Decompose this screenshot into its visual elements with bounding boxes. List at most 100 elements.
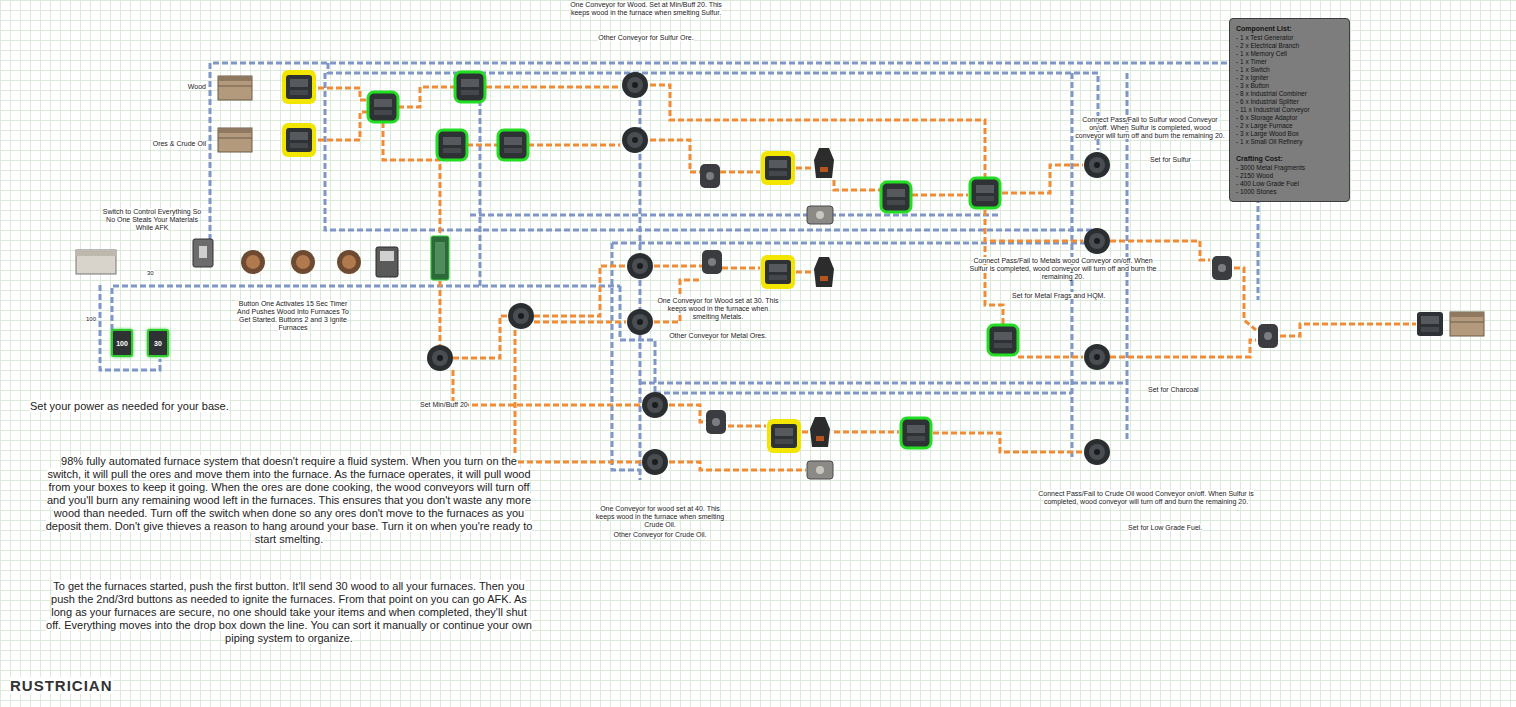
igniter-icon <box>807 206 833 224</box>
memory-body <box>431 236 449 280</box>
conveyor-icon <box>767 419 801 453</box>
pipe <box>1018 356 1083 359</box>
panel-heading: Component List: <box>1236 24 1343 34</box>
counter-box: 30 <box>147 329 169 357</box>
panel-item: - 2 x Electrical Branch <box>1236 42 1343 50</box>
panel-item: - 2 x Igniter <box>1236 74 1343 82</box>
pipe <box>669 462 806 470</box>
note-text: Other Conveyor for Sulfur Ore. <box>598 34 693 41</box>
combiner-icon <box>427 345 453 371</box>
splitter-icon <box>1084 439 1110 465</box>
generator-top <box>76 250 116 256</box>
note-text: Other Conveyor for Metal Ores. <box>669 332 767 339</box>
wood-box-icon <box>218 76 252 100</box>
combiner-icon <box>627 309 653 335</box>
pipe <box>650 85 985 178</box>
counter-value: 100 <box>116 340 128 347</box>
combiner-icon <box>508 303 534 329</box>
panel-item: - 8 x Industrial Combiner <box>1236 90 1343 98</box>
note-text: 98% fully automated furnace system that … <box>46 455 533 545</box>
note-text: Set your power as needed for your base. <box>30 400 229 412</box>
pipe <box>1234 268 1256 330</box>
label-holder: Connect Pass/Fail to Metals wood Conveyo… <box>968 257 1158 281</box>
wood-box-icon <box>218 128 252 152</box>
button-icon <box>241 250 265 274</box>
power-wire <box>100 285 160 370</box>
splitter-icon <box>1084 152 1110 178</box>
conveyor-icon <box>282 70 316 104</box>
combiner-icon <box>642 449 668 475</box>
pipe <box>990 240 1083 243</box>
combiner-icon <box>622 72 648 98</box>
conveyor-icon <box>1417 312 1443 336</box>
panel-item: - 2150 Wood <box>1236 172 1343 180</box>
conveyor-icon <box>282 123 316 157</box>
furnace-icon <box>814 257 834 287</box>
test-generator-icon <box>76 250 116 274</box>
wood-box-icon <box>1450 312 1484 336</box>
combiner-icon <box>642 392 668 418</box>
panel-item: - 1 x Small Oil Refinery <box>1236 138 1343 146</box>
adaptor-icon <box>1212 256 1232 280</box>
pipe <box>796 167 814 170</box>
label-holder: 98% fully automated furnace system that … <box>45 455 533 546</box>
panel-heading: Crafting Cost: <box>1236 154 1343 164</box>
panel-item: - 400 Low Grade Fuel <box>1236 180 1343 188</box>
power-wire <box>620 286 655 393</box>
pipe <box>467 144 497 147</box>
note-text: Connect Pass/Fail to Metals wood Conveyo… <box>969 257 1156 280</box>
note-text: Switch to Control Everything So No One S… <box>103 208 201 231</box>
power-wire <box>325 73 1097 230</box>
label-holder: One Conveyor for wood set at 40. This ke… <box>592 505 728 529</box>
pipe <box>650 140 700 172</box>
label-holder: Connect Pass/Fail to Crude Oil wood Conv… <box>1034 490 1258 506</box>
conveyor-icon <box>761 151 795 185</box>
combiner-icon <box>627 253 653 279</box>
adaptor-icon <box>1258 324 1278 348</box>
panel-item: - 1 x Test Generator <box>1236 34 1343 42</box>
switch-body <box>193 239 213 267</box>
power-wire <box>479 73 482 286</box>
adaptor-icon <box>706 410 726 434</box>
pipe <box>669 405 704 422</box>
panel-item: - 6 x Storage Adaptor <box>1236 114 1343 122</box>
note-text: One Conveyor for Wood. Set at Min/Buff 2… <box>570 1 722 16</box>
pipe <box>1110 340 1256 357</box>
generator-body <box>76 250 116 274</box>
panel-item: - 1 x Timer <box>1236 58 1343 66</box>
counter-value: 30 <box>154 340 162 347</box>
igniter-icon <box>807 461 833 479</box>
label-holder: Other Conveyor for Sulfur Ore. <box>560 34 732 42</box>
label-holder: Wood <box>136 83 206 91</box>
note-text: One Conveyor for wood set at 40. This ke… <box>596 505 724 528</box>
splitter-icon <box>1084 344 1110 370</box>
note-text: To get the furnaces started, push the fi… <box>46 580 532 644</box>
pipe <box>515 330 641 462</box>
switch-lever <box>199 246 207 258</box>
label-holder: Connect Pass/Fail to Sulfur wood Conveyo… <box>1075 116 1225 140</box>
label-holder: Set your power as needed for your base. <box>30 400 229 413</box>
conveyor-icon <box>881 182 911 212</box>
memory-cell-icon <box>431 236 449 280</box>
combiner-icon <box>622 127 648 153</box>
pipe <box>453 370 641 405</box>
label-holder: Set Min/Buff 20 <box>420 401 468 409</box>
panel-item: - 3 x Large Wood Box <box>1236 130 1343 138</box>
conveyor-icon <box>970 178 1000 208</box>
power-wire <box>210 63 1258 300</box>
timer-icon <box>376 247 398 277</box>
pipe <box>933 433 1083 452</box>
pipe <box>654 265 702 268</box>
panel-item: - 11 x Industrial Conveyor <box>1236 106 1343 114</box>
pipe <box>534 266 626 316</box>
pipe <box>796 271 814 274</box>
pipe <box>398 87 455 107</box>
label-holder: Other Conveyor for Crude Oil. <box>592 531 728 539</box>
conveyor-icon <box>498 130 528 160</box>
pipe <box>318 112 372 140</box>
panel-item: - 2 x Large Furnace <box>1236 122 1343 130</box>
power-wire <box>612 242 1097 245</box>
note-text: Wood <box>188 83 206 90</box>
conveyor-icon <box>455 72 485 102</box>
